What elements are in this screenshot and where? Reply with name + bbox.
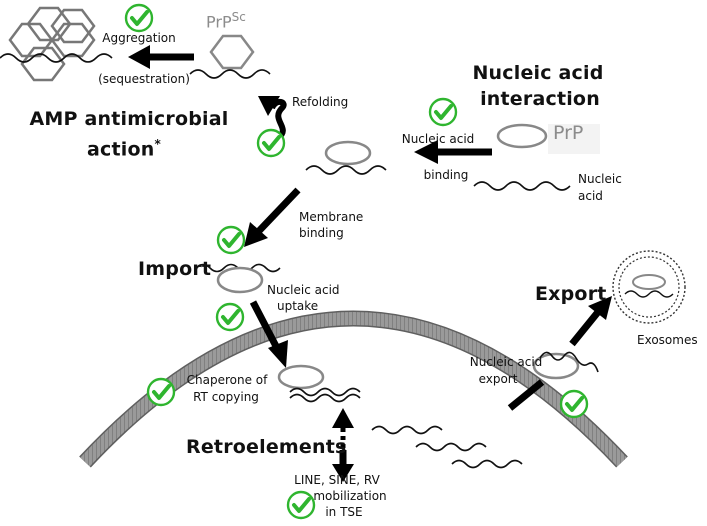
amp-title-line1: AMP antimicrobial (29, 108, 229, 130)
prpsc-hexagon-icon (209, 34, 255, 70)
check-membrane-icon (216, 225, 246, 255)
check-export-icon (559, 389, 589, 419)
prp-free-icon (496, 123, 548, 149)
refolding-arrow (258, 96, 287, 141)
aggregate-nucleic-acid-icon (0, 53, 113, 63)
nucleic-acid-label-line2: acid (578, 189, 603, 203)
export-title: Export (535, 283, 607, 305)
export-label-line2: export (478, 372, 518, 386)
prpsc-label: PrPSc (206, 10, 246, 32)
check-binding-icon (428, 97, 458, 127)
binding-label-line2: binding (423, 168, 469, 182)
check-amp-icon (256, 128, 286, 158)
nucleic-acid-label-line1: Nucleic (578, 172, 622, 186)
uptake-label-line2: uptake (277, 299, 319, 313)
export-label-line1: Nucleic acid (469, 355, 543, 369)
amp-title-line2: action* (87, 137, 161, 161)
check-chaperone-icon (146, 377, 176, 407)
check-mobilization-icon (286, 490, 316, 520)
uptake-label-line1: Nucleic acid (267, 283, 340, 297)
prp-export-icon (532, 352, 580, 380)
check-uptake-icon (215, 302, 245, 332)
refolding-label: Refolding (292, 95, 349, 109)
check-aggregation-icon (124, 3, 154, 33)
bound-nucleic-acid-icon (305, 165, 387, 175)
mobilization-line3: in TSE (325, 505, 363, 519)
exosomes-label: Exosomes (637, 333, 698, 347)
sequestration-label: (sequestration) (98, 72, 190, 86)
mobilization-line2: mobilization (313, 489, 387, 503)
mobilization-line1: LINE, SINE, RV (294, 473, 380, 487)
nucleic-interaction-title-line1: Nucleic acid (472, 62, 604, 84)
uptake-arrow (249, 300, 288, 368)
retroelements-title: Retroelements (186, 436, 347, 458)
free-nucleic-acid-icon (473, 181, 571, 191)
aggregation-label: Aggregation (102, 31, 176, 45)
export-bar (507, 379, 545, 411)
aggregate-hexagons-icon (8, 6, 96, 82)
prp-label: PrP (553, 122, 584, 144)
aggregation-arrow (128, 45, 194, 69)
retroelement-strand-3-icon (451, 459, 523, 469)
retroelement-strand-2-icon (415, 442, 487, 452)
chaperone-label-line1: Chaperone of (186, 373, 268, 387)
nucleic-interaction-title-line2: interaction (480, 88, 600, 110)
membrane-binding-line1: Membrane (299, 210, 364, 224)
rt-strand-2-icon (289, 393, 361, 403)
rt-strand-1-icon (289, 387, 361, 397)
export-nucleic-acid-icon (539, 351, 599, 373)
membrane-binding-arrow (244, 187, 301, 247)
import-title: Import (138, 258, 212, 280)
prp-import-icon (216, 266, 264, 294)
prp-chaperone-icon (277, 364, 325, 390)
chaperone-label-line2: RT copying (193, 390, 259, 404)
membrane-binding-line2: binding (299, 226, 344, 240)
binding-label-line1: Nucleic acid (401, 132, 475, 146)
retroelement-strand-1-icon (371, 425, 443, 435)
prp-bound-icon (324, 140, 372, 166)
retroelements-arrow (332, 408, 354, 482)
export-arrow (569, 296, 612, 347)
binding-arrow (414, 140, 492, 164)
prpsc-nucleic-acid-icon (189, 69, 271, 79)
exosome-icon (612, 250, 686, 324)
